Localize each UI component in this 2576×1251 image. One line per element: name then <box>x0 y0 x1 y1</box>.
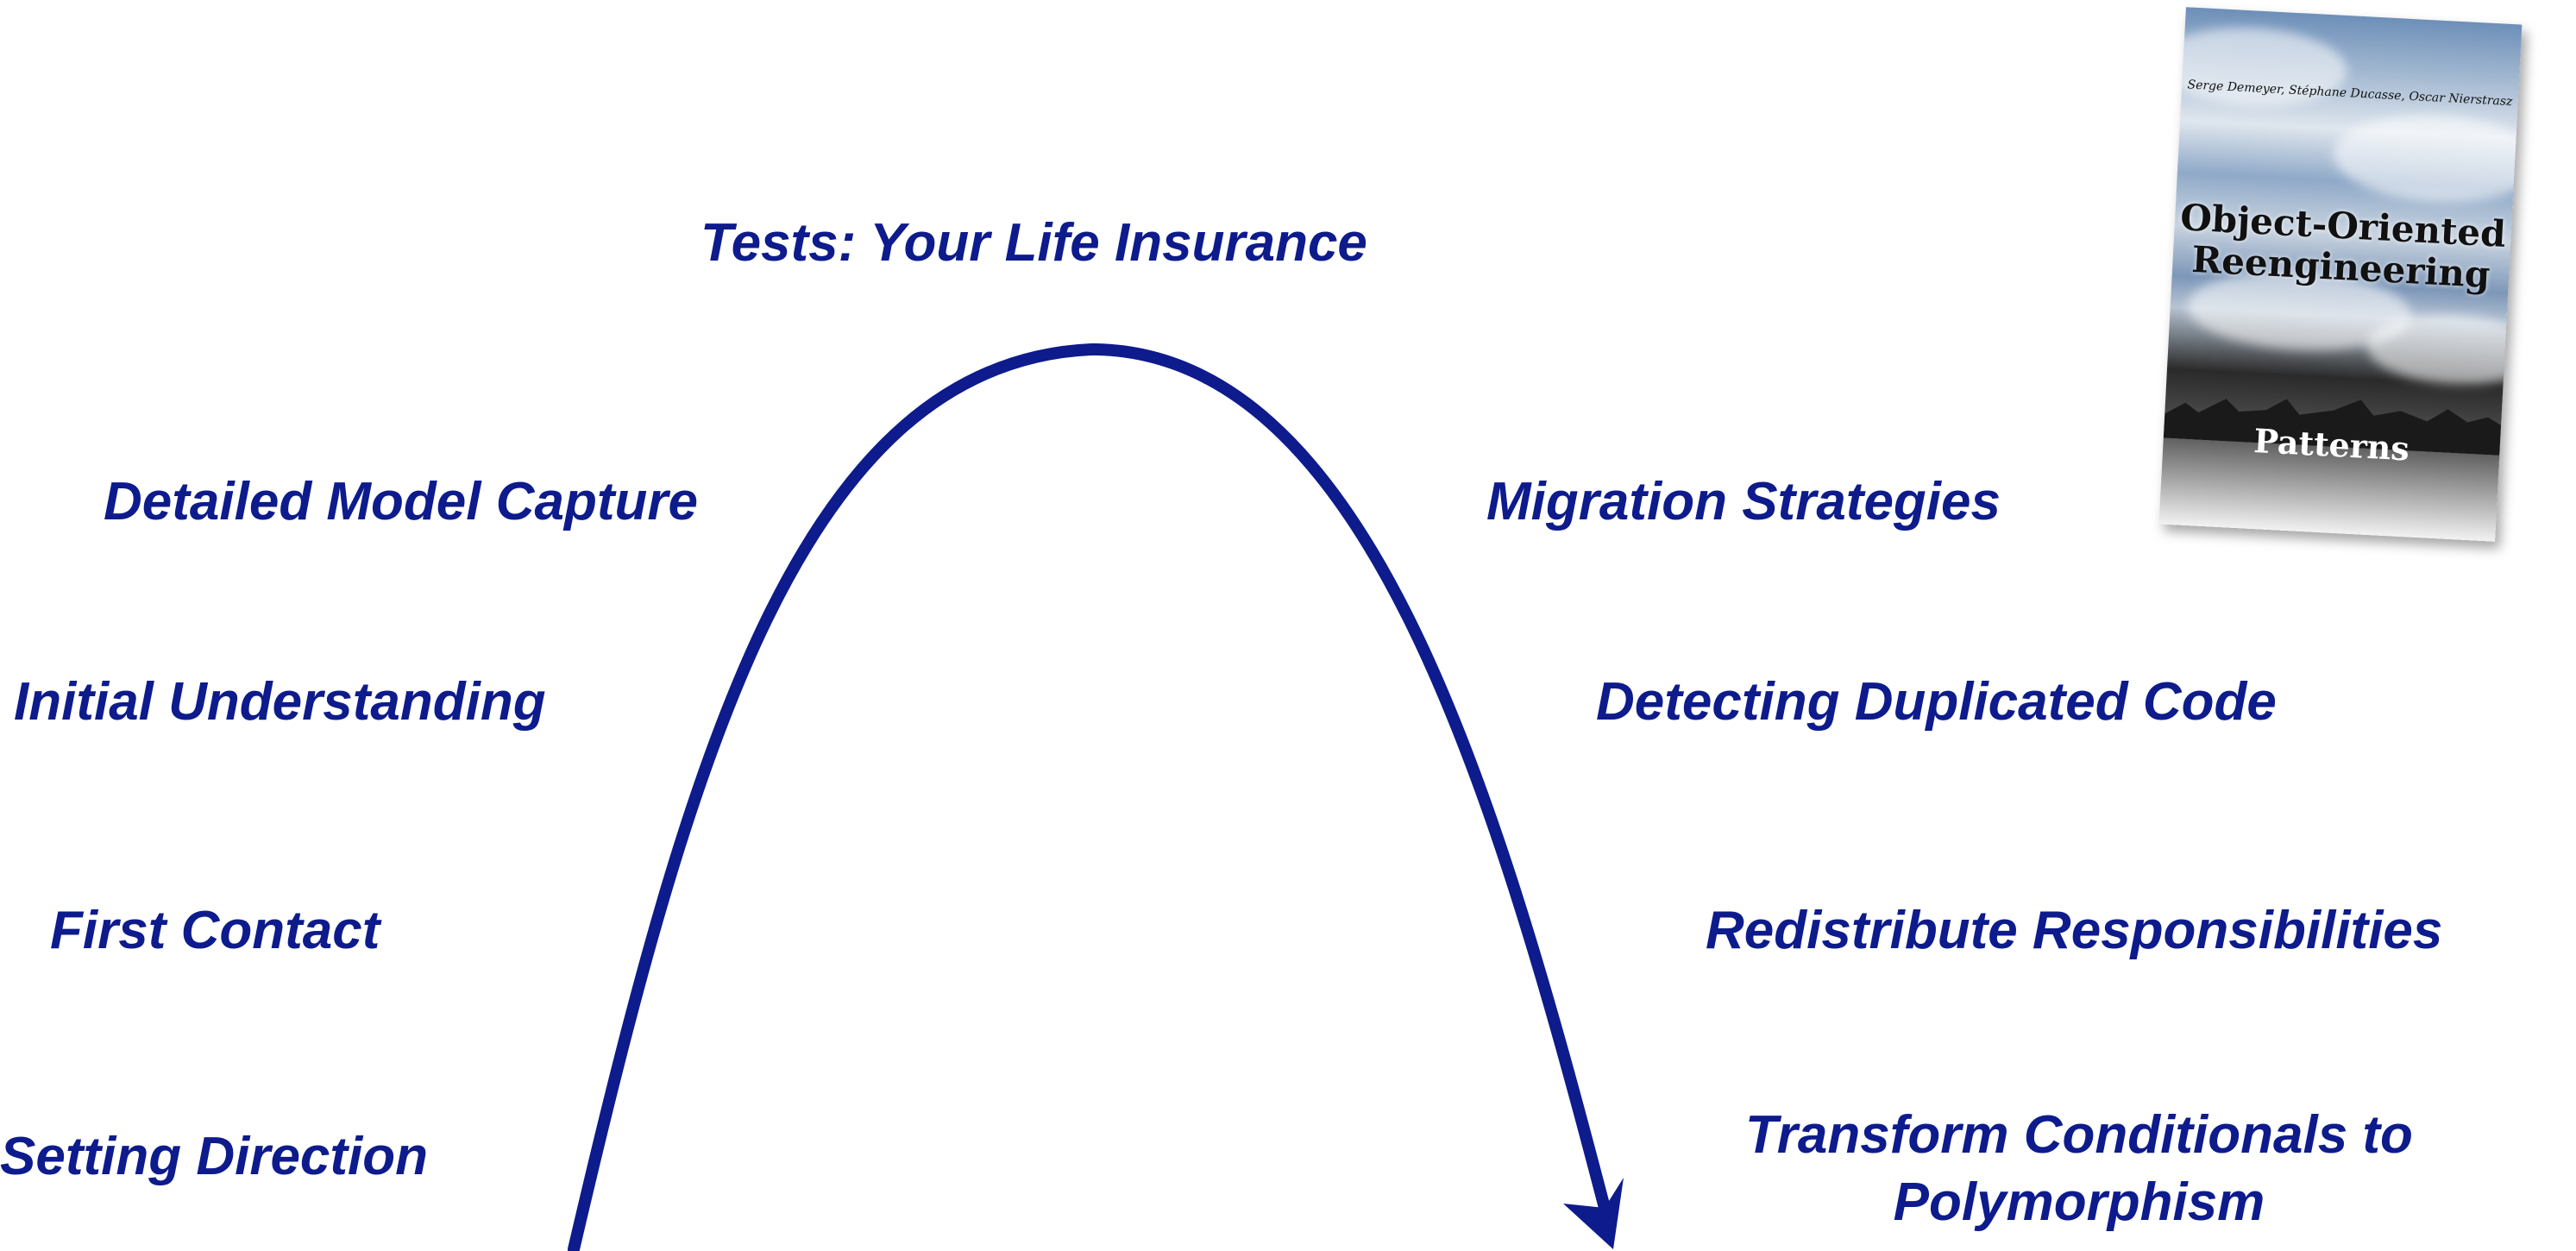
right-label-redistribute-responsibilities: Redistribute Responsibilities <box>1706 901 2443 960</box>
top-label: Tests: Your Life Insurance <box>701 213 1367 273</box>
right-label-transform-conditionals: Transform Conditionals to Polymorphism <box>1745 1105 2413 1232</box>
right-label-detecting-duplicated-code: Detecting Duplicated Code <box>1596 672 2277 732</box>
right-label-migration-strategies: Migration Strategies <box>1486 472 2001 531</box>
left-label-first-contact: First Contact <box>50 901 380 960</box>
arc-path <box>568 343 1611 1251</box>
left-label-setting-direction: Setting Direction <box>0 1127 429 1186</box>
left-label-detailed-model-capture: Detailed Model Capture <box>104 472 698 531</box>
book-cover-image: Serge Demeyer, Stéphane Ducasse, Oscar N… <box>2158 7 2523 542</box>
left-label-initial-understanding: Initial Understanding <box>14 672 546 732</box>
book-title: Object-Oriented Reengineering <box>2179 196 2507 297</box>
book-authors: Serge Demeyer, Stéphane Ducasse, Oscar N… <box>2187 78 2513 110</box>
cloud-shape <box>2331 110 2523 207</box>
arrow-head-icon <box>1563 1178 1624 1249</box>
